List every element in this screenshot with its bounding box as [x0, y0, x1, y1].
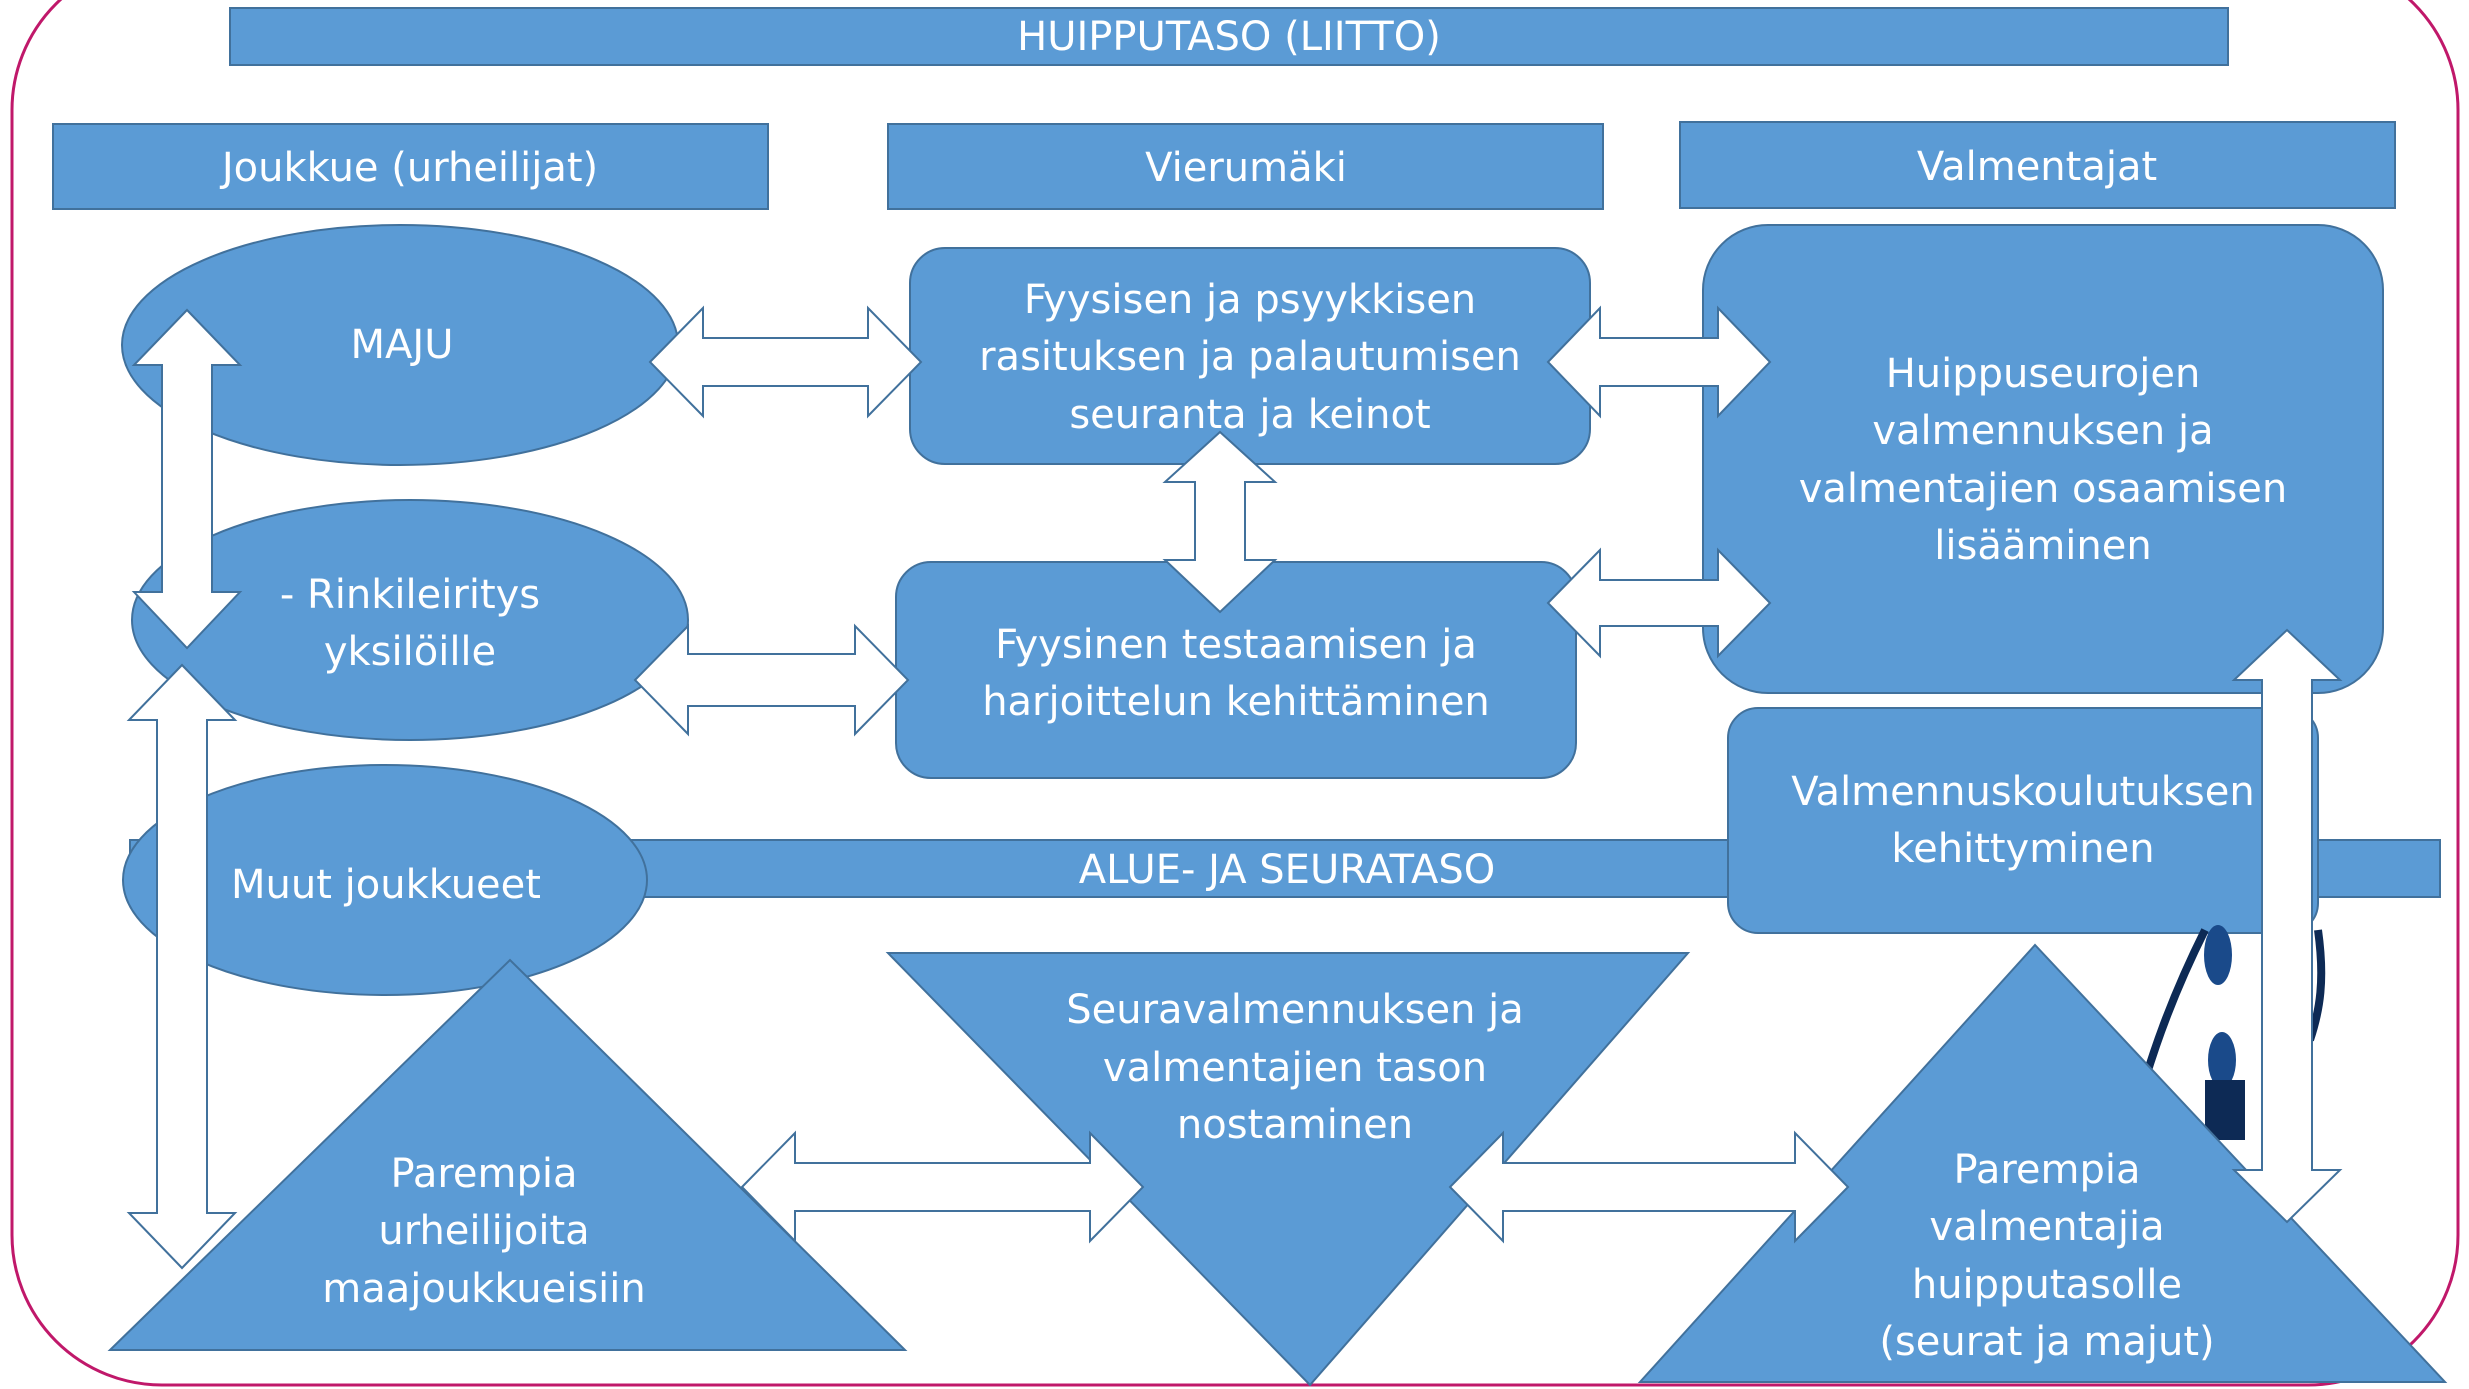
parempia-valmentajia-label-1: Parempia: [1954, 1147, 2141, 1193]
arrow-fyysisen-huippu: [1546, 305, 1772, 419]
top-banner-box: [229, 7, 2229, 66]
mid-banner-label: ALUE- JA SEURATASO: [1079, 847, 1495, 893]
seuravalmennuksen-label-1: Seuravalmennuksen ja: [1066, 987, 1524, 1033]
huippuseurojen-label-3: valmentajien osaamisen: [1799, 466, 2288, 512]
parempia-valmentajia-label-3: huipputasolle: [1912, 1262, 2182, 1308]
huippuseurojen-box: [1702, 224, 2384, 694]
fyysinen-testaamisen-label-1: Fyysinen testaamisen ja: [995, 622, 1477, 668]
parempia-urheilijoita-label-1: Parempia: [391, 1151, 578, 1197]
parempia-urheilijoita-label-3: maajoukkueisiin: [322, 1266, 646, 1312]
valmennuskoulutuksen-label-1: Valmennuskoulutuksen: [1791, 769, 2254, 815]
parempia-valmentajia-triangle: [1637, 943, 2448, 1383]
seuravalmennuksen-label-3: nostaminen: [1177, 1102, 1413, 1148]
fyysisen-psyykkisen-label-3: seuranta ja keinot: [1069, 392, 1430, 438]
arrow-maju-rinkileiritys: [131, 308, 243, 650]
arrow-maju-fyysisen: [648, 305, 923, 419]
valmennuskoulutuksen-box: [1727, 707, 2319, 934]
parempia-valmentajia-label-4: (seurat ja majut): [1879, 1319, 2214, 1365]
arrow-rinkileiritys-urheilijoita: [126, 663, 238, 1270]
huippuseurojen-label-2: valmennuksen ja: [1872, 408, 2213, 454]
rinkileiritys-label-1: - Rinkileiritys: [280, 572, 540, 618]
arrow-rinkileiritys-testaamisen: [633, 623, 910, 737]
fyysisen-psyykkisen-label-1: Fyysisen ja psyykkisen: [1024, 277, 1476, 323]
column-header-vierumaki-label: Vierumäki: [1145, 145, 1347, 191]
huippuseurojen-label-4: lisääminen: [1934, 523, 2151, 569]
outer-frame: [10, 0, 2460, 1387]
huippuseurojen-label-1: Huippuseurojen: [1886, 351, 2201, 397]
arrow-seuravalmennuksen-valmentajia: [1448, 1130, 1850, 1244]
arrow-huippu-valmentajia: [2231, 628, 2343, 1224]
fyysinen-testaamisen-label-2: harjoittelun kehittäminen: [982, 679, 1490, 725]
seuravalmennuksen-label-2: valmentajien tason: [1103, 1045, 1487, 1091]
maju-label: MAJU: [351, 322, 454, 368]
arrow-urheilijoita-seuravalmennuksen: [740, 1130, 1145, 1244]
column-header-vierumaki: [887, 123, 1604, 210]
valmennuskoulutuksen-label-2: kehittyminen: [1891, 826, 2154, 872]
parempia-valmentajia-label-2: valmentajia: [1929, 1204, 2164, 1250]
column-header-joukkue: [52, 123, 769, 210]
muut-joukkueet-label: Muut joukkueet: [231, 862, 541, 908]
column-header-valmentajat-label: Valmentajat: [1917, 144, 2157, 190]
fyysisen-psyykkisen-label-2: rasituksen ja palautumisen: [979, 334, 1521, 380]
arrow-testaamisen-huippu: [1546, 547, 1772, 659]
column-header-valmentajat: [1679, 121, 2396, 209]
parempia-urheilijoita-triangle: [107, 958, 908, 1351]
parempia-urheilijoita-label-2: urheilijoita: [378, 1208, 589, 1254]
rinkileiritys-ellipse: [131, 499, 689, 741]
muut-joukkueet-ellipse: [122, 764, 648, 996]
top-banner-label: HUIPPUTASO (LIITTO): [1017, 14, 1441, 60]
column-header-joukkue-label: Joukkue (urheilijat): [219, 145, 598, 191]
arrow-fyysisen-testaamisen: [1162, 430, 1278, 614]
rinkileiritys-label-2: yksilöille: [324, 629, 496, 675]
